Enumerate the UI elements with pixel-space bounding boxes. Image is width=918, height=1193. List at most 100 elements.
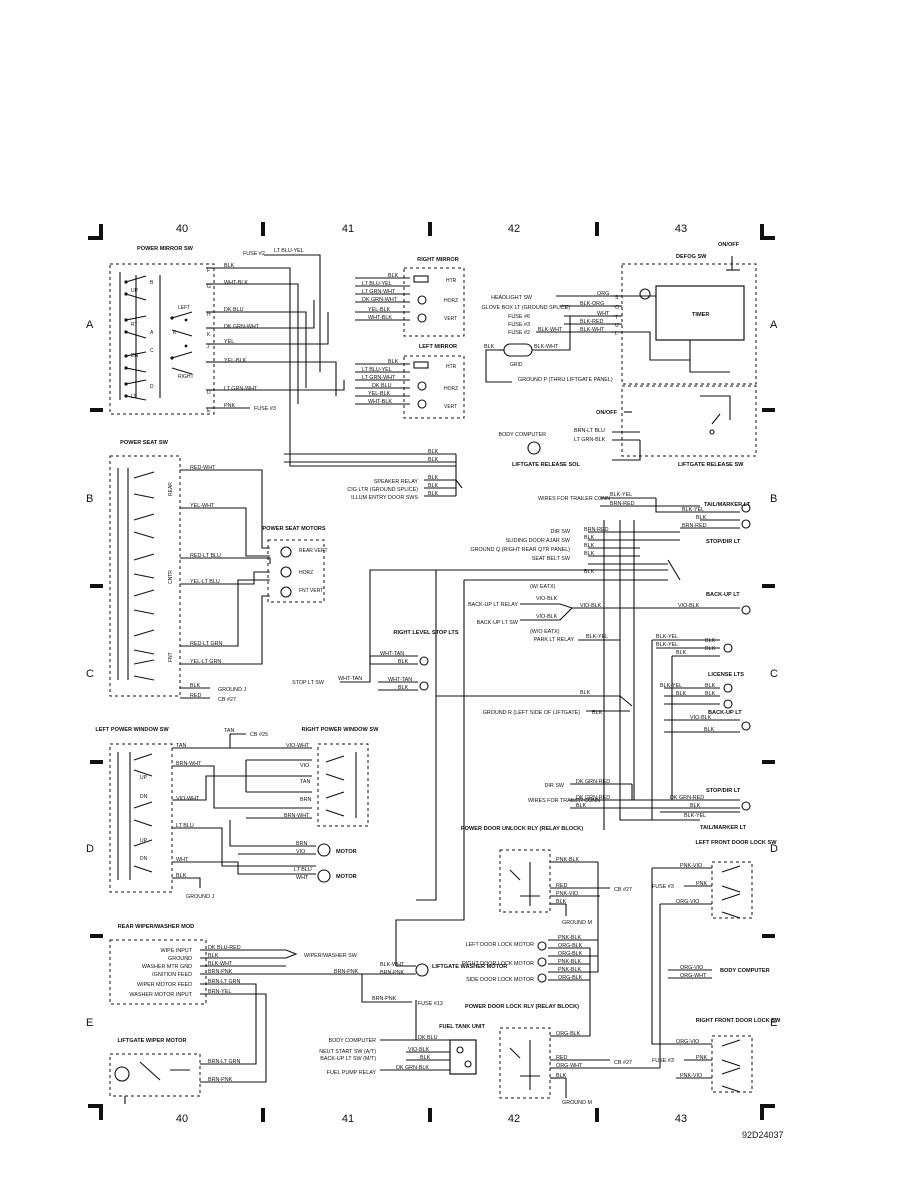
- stop-dir-lt-bottom: STOP/DIR LT: [706, 788, 741, 794]
- grid-label: GRID: [510, 362, 523, 368]
- wire-label-fuse3-mirror: FUSE #3: [254, 406, 276, 412]
- wire-label-dk-blu: DK BLU: [224, 307, 244, 313]
- timer-label: TIMER: [692, 312, 709, 318]
- m1-brn: BRN: [296, 841, 307, 847]
- u-red: RED: [556, 883, 567, 889]
- l-blk: BLK: [556, 1073, 567, 1079]
- speaker-relay-label: SPEAKER RELAY: [374, 479, 419, 485]
- column-label-43: 43: [675, 223, 687, 235]
- w-yel-wht: YEL-WHT: [190, 503, 215, 509]
- tm-blk: BLK: [696, 515, 707, 521]
- defog-sw-label: DEFOG SW: [676, 254, 707, 260]
- u-blk: BLK: [556, 899, 567, 905]
- fuse3-def: FUSE #3: [508, 322, 530, 328]
- pin-h: H: [207, 312, 211, 318]
- wire-label-yel-blk: YEL-BLK: [224, 358, 247, 364]
- lw-brnpnk: BRN-PNK: [208, 1077, 233, 1083]
- grid-blkwht: BLK-WHT: [534, 344, 559, 350]
- w-wht: WHT: [597, 311, 610, 317]
- w-red-lt-blu: RED-LT BLU: [190, 553, 221, 559]
- t-blk2: BLK: [584, 543, 595, 549]
- lic-blk2: BLK: [705, 691, 716, 697]
- w-wht-tan-sw: WHT-TAN: [338, 676, 362, 682]
- dm-orgblk2: ORG-BLK: [558, 951, 583, 957]
- wo-eatx: (W/O EATX): [530, 629, 560, 635]
- tm-brnred: BRN-RED: [682, 523, 707, 529]
- def-pin-l: L: [615, 331, 618, 337]
- w-wht-tan2: WHT-TAN: [388, 677, 412, 683]
- right-mirror-label: RIGHT MIRROR: [417, 257, 459, 263]
- row-label-e-right: E: [770, 1017, 777, 1029]
- mirror-pos-b: B: [150, 280, 154, 286]
- wire-label-fuse2: FUSE #2: [243, 251, 265, 257]
- gr-blk: BLK: [592, 710, 603, 716]
- back-up-lt-sw-mt: BACK-UP LT SW (M/T): [320, 1056, 376, 1062]
- wire-label-blk-f: BLK: [224, 263, 235, 269]
- rm-horz: HORZ: [444, 298, 458, 304]
- dm-pnkblk1: PNK-BLK: [558, 935, 581, 941]
- w-brn-wht: BRN-WHT: [176, 761, 202, 767]
- power-seat-sw-label: POWER SEAT SW: [120, 440, 168, 446]
- fuel-tank-unit-label: FUEL TANK UNIT: [439, 1024, 485, 1030]
- lm-wire-yelblk: YEL-BLK: [368, 391, 391, 397]
- pin-g: G: [207, 284, 211, 290]
- mid-blk: BLK: [580, 690, 591, 696]
- column-label-40-bottom: 40: [176, 1113, 188, 1125]
- w-brn-red-t: BRN-RED: [610, 501, 635, 507]
- t-blk3: BLK: [584, 551, 595, 557]
- trunk-lines: [395, 520, 700, 966]
- w-blk-wht-wm: BLK-WHT: [208, 961, 233, 967]
- column-label-43-bottom: 43: [675, 1113, 687, 1125]
- def-pin-u: U: [615, 323, 619, 329]
- w-seat-blk: BLK: [190, 683, 201, 689]
- right-door-lock-motor: RIGHT DOOR LOCK MOTOR: [462, 961, 534, 967]
- fuse13: FUSE #13: [418, 1001, 443, 1007]
- power-window-section: LEFT POWER WINDOW SW UP DN UP DN TAN CB …: [95, 727, 379, 900]
- w-blk-wht-wash: BLK-WHT: [380, 962, 405, 968]
- left-power-window-sw-label: LEFT POWER WINDOW SW: [95, 727, 169, 733]
- license-lts: LICENSE LTS: [708, 672, 744, 678]
- liftgate-release-sol: LIFTGATE RELEASE SOL: [512, 462, 581, 468]
- rear-wiper-washer-mod-label: REAR WIPER/WASHER MOD: [118, 924, 194, 930]
- row-label-b-right: B: [770, 493, 777, 505]
- column-label-41-bottom: 41: [342, 1113, 354, 1125]
- row-label-d-right: D: [770, 843, 778, 855]
- vio-blk1: VIO-BLK: [536, 596, 558, 602]
- fuse6: FUSE #6: [508, 314, 530, 320]
- washer-mtr-gnd: WASHER MTR GND: [142, 964, 192, 970]
- w-blk-wht: BLK-WHT: [580, 327, 605, 333]
- rw-vio: VIO: [300, 763, 309, 769]
- seat-rear: REAR: [168, 482, 174, 496]
- stop-dir-lt-top: STOP/DIR LT: [706, 539, 741, 545]
- win-up1: UP: [140, 775, 148, 781]
- lm-vert: VERT: [444, 404, 457, 410]
- right-level-stop-lts-label: RIGHT LEVEL STOP LTS: [393, 630, 458, 636]
- ground-m2: GROUND M: [562, 1100, 592, 1106]
- left-door-lock-motor: LEFT DOOR LOCK MOTOR: [466, 942, 534, 948]
- lm-wire-whtblk: WHT-BLK: [368, 399, 392, 405]
- liftgate-release-sw: LIFTGATE RELEASE SW: [678, 462, 744, 468]
- w-brn-pnk-fuse: BRN-PNK: [372, 996, 397, 1002]
- rf-orgvio: ORG-VIO: [676, 1039, 699, 1045]
- wiper-washer-sw: WIPER/WASHER SW: [304, 953, 358, 959]
- sr-wire-4: BLK: [428, 483, 439, 489]
- w-win-wht: WHT: [176, 857, 189, 863]
- body-computer-fuel: BODY COMPUTER: [328, 1038, 376, 1044]
- mirror-pos-rt: RT: [131, 322, 138, 328]
- diagram-code: 92D24037: [742, 1130, 784, 1140]
- def-pin-s: S: [615, 295, 619, 301]
- ground-j: GROUND J: [218, 687, 246, 693]
- m2-ltblu: LT BLU: [294, 867, 312, 873]
- c-blkyel: BLK-YEL: [656, 634, 678, 640]
- b-blk2: BLK: [690, 803, 701, 809]
- on-off-mid: ON/OFF: [596, 410, 618, 416]
- win-up2: UP: [140, 838, 148, 844]
- column-label-42: 42: [508, 223, 520, 235]
- fuel-tank-section: FUEL TANK UNIT BODY COMPUTER NEUT START …: [319, 1000, 485, 1076]
- seat-motor-fnt-vert: FNT VERT: [299, 588, 323, 594]
- defog-section: ON/OFF DEFOG SW TIMER S O T U L HEADLIGH…: [482, 242, 757, 468]
- ignition-feed: IGNITION FEED: [152, 972, 192, 978]
- dir-sw-top: DIR SW: [551, 529, 571, 535]
- row-label-c: C: [86, 668, 94, 680]
- mirror-pos-dn: DN: [131, 353, 139, 359]
